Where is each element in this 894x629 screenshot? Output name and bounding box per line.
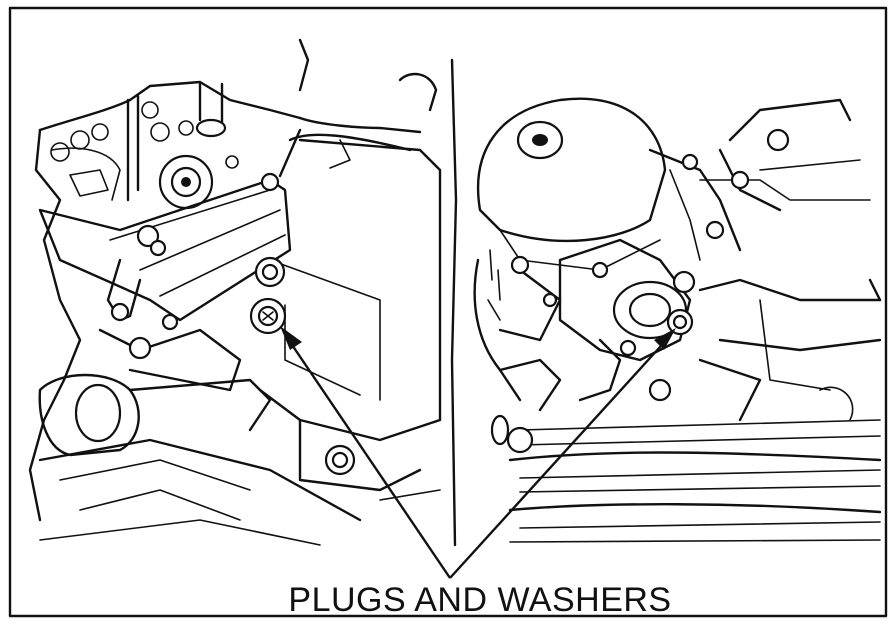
figure-border [8,6,888,618]
callout-label: PLUGS AND WASHERS [288,581,672,619]
arrow-left-head [280,326,302,350]
arrow-right-shaft [449,335,671,579]
right-panel-engine-view [473,97,882,543]
callout-arrows [280,326,676,579]
arrow-left-shaft [285,335,451,579]
left-panel-engine-view [28,38,442,546]
panel-divider [450,58,458,547]
arrow-right-head [654,328,676,350]
